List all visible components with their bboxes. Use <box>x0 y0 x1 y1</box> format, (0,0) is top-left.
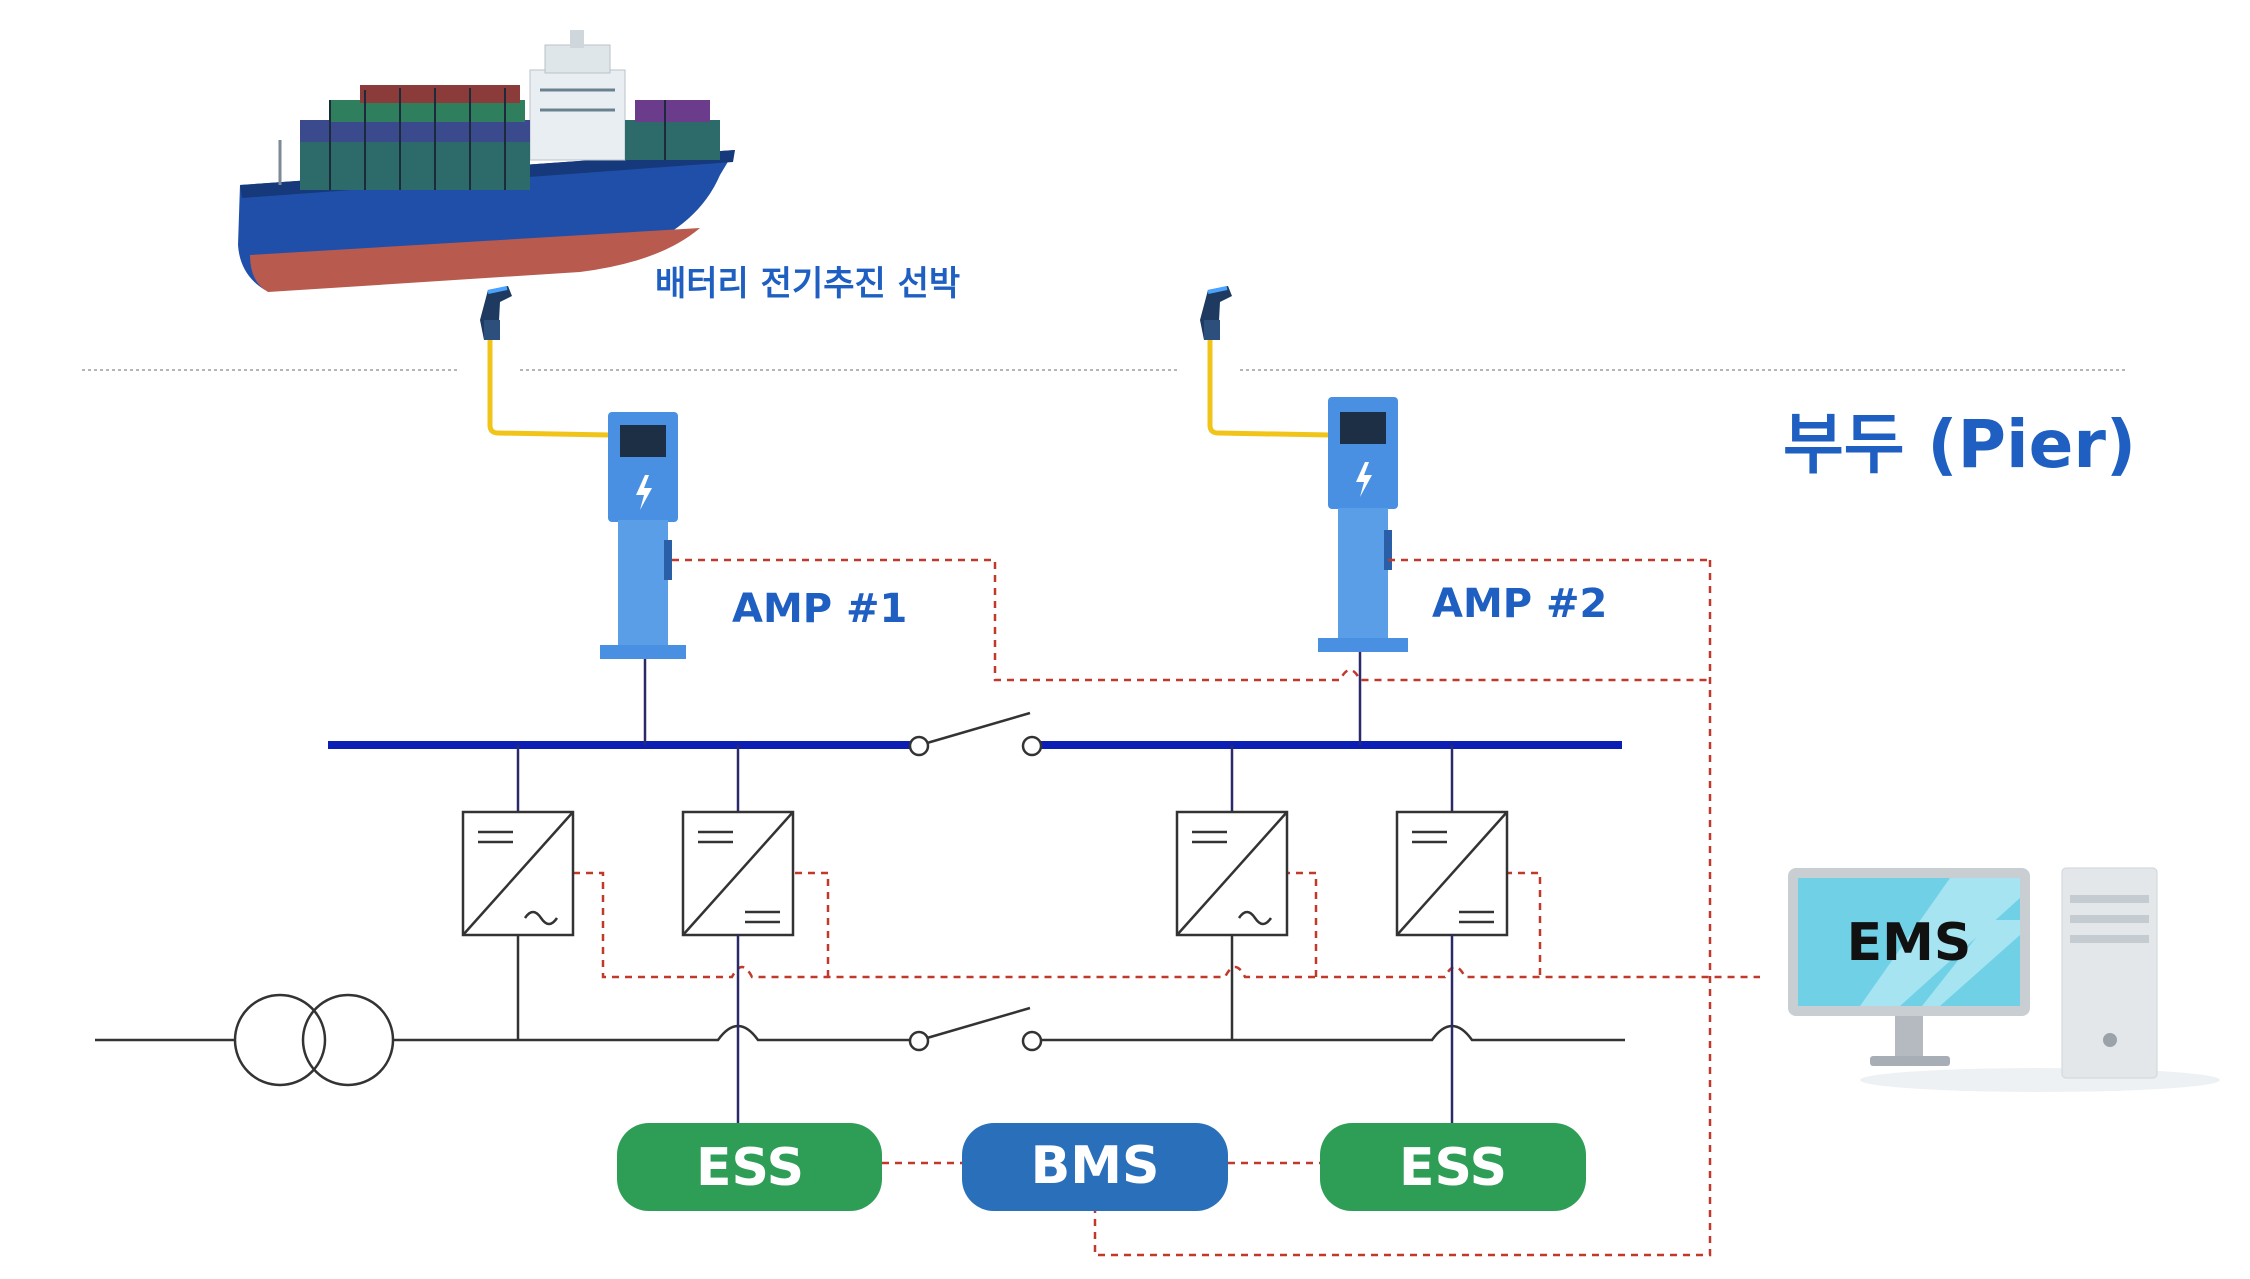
pier-label: 부두 (Pier) <box>1783 406 2136 483</box>
charger-1-cable <box>487 335 611 438</box>
charger-2-cable <box>1207 335 1331 438</box>
converter-dc-2 <box>1395 810 1509 937</box>
ess-left-block: ESS <box>617 1123 882 1211</box>
charger-2-icon <box>1318 397 1408 652</box>
ac-converter-drops <box>516 935 1234 1040</box>
charger-feeders <box>643 652 1362 745</box>
charger-1-plug-icon <box>480 286 512 340</box>
ship-icon <box>238 30 735 292</box>
bms-block: BMS <box>962 1123 1228 1211</box>
charger-2-label: AMP #2 <box>1432 581 1607 627</box>
ems-label: EMS <box>1847 913 1972 973</box>
ess-left-label: ESS <box>696 1138 804 1198</box>
charger-1-label: AMP #1 <box>732 586 907 632</box>
converter-ac-2 <box>1175 810 1289 937</box>
charger-2-plug-icon <box>1200 286 1232 340</box>
converter-feeders <box>516 745 1454 812</box>
ship-label: 배터리 전기추진 선박 <box>655 264 960 304</box>
transformer-icon <box>233 993 395 1087</box>
ac-tie-switch <box>908 1006 1043 1052</box>
ess-feeders <box>736 935 1454 1125</box>
bus-tie-switch <box>908 711 1043 757</box>
ess-right-block: ESS <box>1320 1123 1586 1211</box>
ems-computer-icon <box>1788 867 2220 1092</box>
converter-ac-1 <box>461 810 575 937</box>
control-lines <box>573 558 1760 1257</box>
charger-1-icon <box>600 412 686 659</box>
ess-right-label: ESS <box>1399 1138 1507 1198</box>
bms-label: BMS <box>1031 1136 1160 1196</box>
converter-dc-1 <box>681 810 795 937</box>
